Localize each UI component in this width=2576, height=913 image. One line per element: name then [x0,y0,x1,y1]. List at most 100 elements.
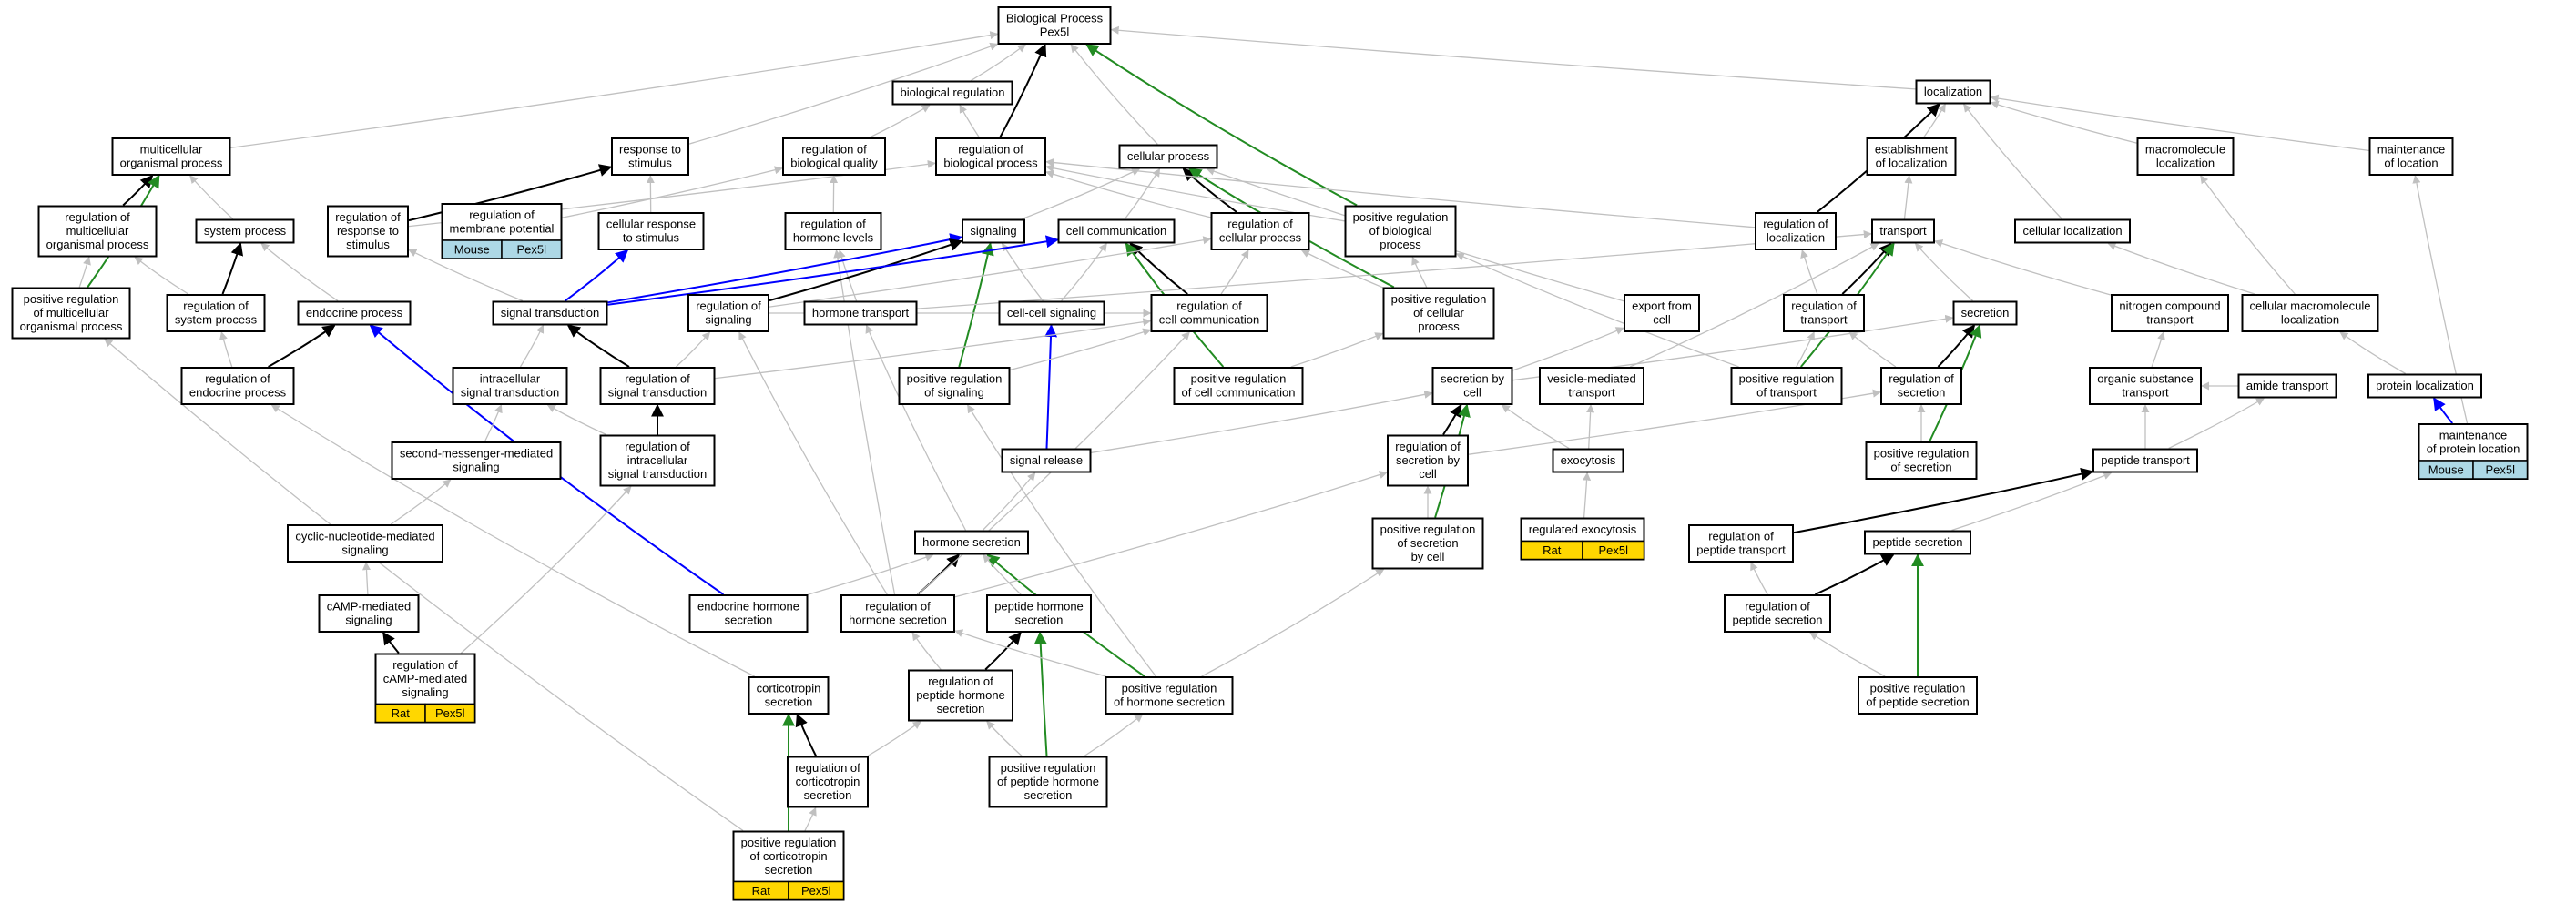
go-term-pt: peptide transport [2092,448,2198,473]
edge-srel-to-sbc [1091,390,1433,453]
term-label: regulation of [1708,530,1774,543]
term-label: regulation of [1791,299,1857,313]
term-label: signaling [970,224,1016,238]
term-box [2368,137,2454,176]
term-label: Pex5l [1040,25,1070,39]
annotation-label: Pex5l [801,884,831,898]
term-label: Biological Process [1006,12,1104,25]
edge-rmp-to-rbq [562,166,783,218]
term-label: biological quality [790,157,878,170]
go-term-st: signal transduction [492,300,608,326]
term-label: establishment [1875,143,1949,157]
edge-vmt-to-tr [1629,242,1879,368]
term-label: regulation of [801,143,867,157]
term-label: peptide transport [1696,543,1786,557]
term-label: regulation of [625,372,690,386]
term-label: to stimulus [623,231,680,245]
edge-rps-to-ps [1815,553,1895,595]
edge-prmop-to-rmop [78,256,91,288]
term-label: hormone secretion [922,535,1021,549]
edge-sig-to-cp [1022,167,1141,220]
edge-prtr-to-rtr [1796,331,1815,368]
term-label: of biological [1369,224,1432,238]
edge-breg-to-bp [971,44,1026,82]
term-label: cAMP-mediated [383,672,467,685]
annotation-cell [424,703,476,724]
edge-nct-to-tr [1934,239,2112,296]
edge-sec-to-tr [1914,242,1973,301]
edge-cloc-to-loc [1963,103,2062,219]
term-box [898,367,1011,405]
term-label: signaling [345,614,392,627]
term-label: endocrine hormone [697,600,799,614]
term-box [1915,79,1991,105]
term-label: cellular process [1127,149,1210,163]
go-term-ep: endocrine process [297,300,412,326]
annotation-label: Pex5l [1598,543,1628,557]
term-box [1057,218,1176,244]
edge-prphs-to-prhs [1084,714,1144,757]
edge-prcp-to-prbp [1411,256,1428,288]
term-label: transport [2122,386,2169,400]
edge-tr-to-eol [1903,175,1913,219]
term-label: cyclic-nucleotide-mediated [295,530,434,543]
term-label: cAMP-mediated [327,600,411,614]
term-label: secretion [765,863,813,877]
term-label: peptide secretion [1732,614,1822,627]
term-label: system process [204,224,287,238]
term-box [1105,676,1234,715]
edge-ost-to-nct [2151,331,2165,368]
edge-rep-to-rsp [219,331,233,368]
term-box [1173,367,1304,405]
term-box [37,205,158,258]
term-box [1871,218,1935,244]
term-box [1371,517,1484,570]
term-box [287,524,443,563]
edge-rpt-to-pt [1793,467,2094,534]
term-box [611,137,689,176]
edge-rsec-to-rtr [1848,331,1897,368]
term-label: of location [2384,157,2438,170]
term-label: macromolecule [2145,143,2225,157]
go-term-srel: signal release [1001,448,1092,473]
edge-hs-to-ht [865,324,967,531]
edge-cml-to-cloc [2107,242,2255,295]
term-label: transport [1879,224,1927,238]
term-box [787,756,869,808]
term-box [2111,294,2229,332]
term-label: localization [2156,157,2215,170]
term-label: of protein location [2427,442,2520,456]
term-label: of signaling [924,386,984,400]
term-box [1552,448,1624,473]
term-label: positive regulation [1870,682,1966,695]
edge-sysp-to-mop [189,175,234,219]
term-label: organismal process [20,320,123,333]
term-box [166,294,266,332]
go-term-sysp: system process [195,218,295,244]
term-label: regulation of [865,600,931,614]
term-label: signal transduction [501,306,599,320]
term-box [1688,524,1794,563]
term-box [492,300,608,326]
term-label: signaling [341,543,388,557]
term-label: positive regulation [907,372,1003,386]
term-label: positive regulation [1391,292,1487,306]
term-box [2241,294,2379,332]
